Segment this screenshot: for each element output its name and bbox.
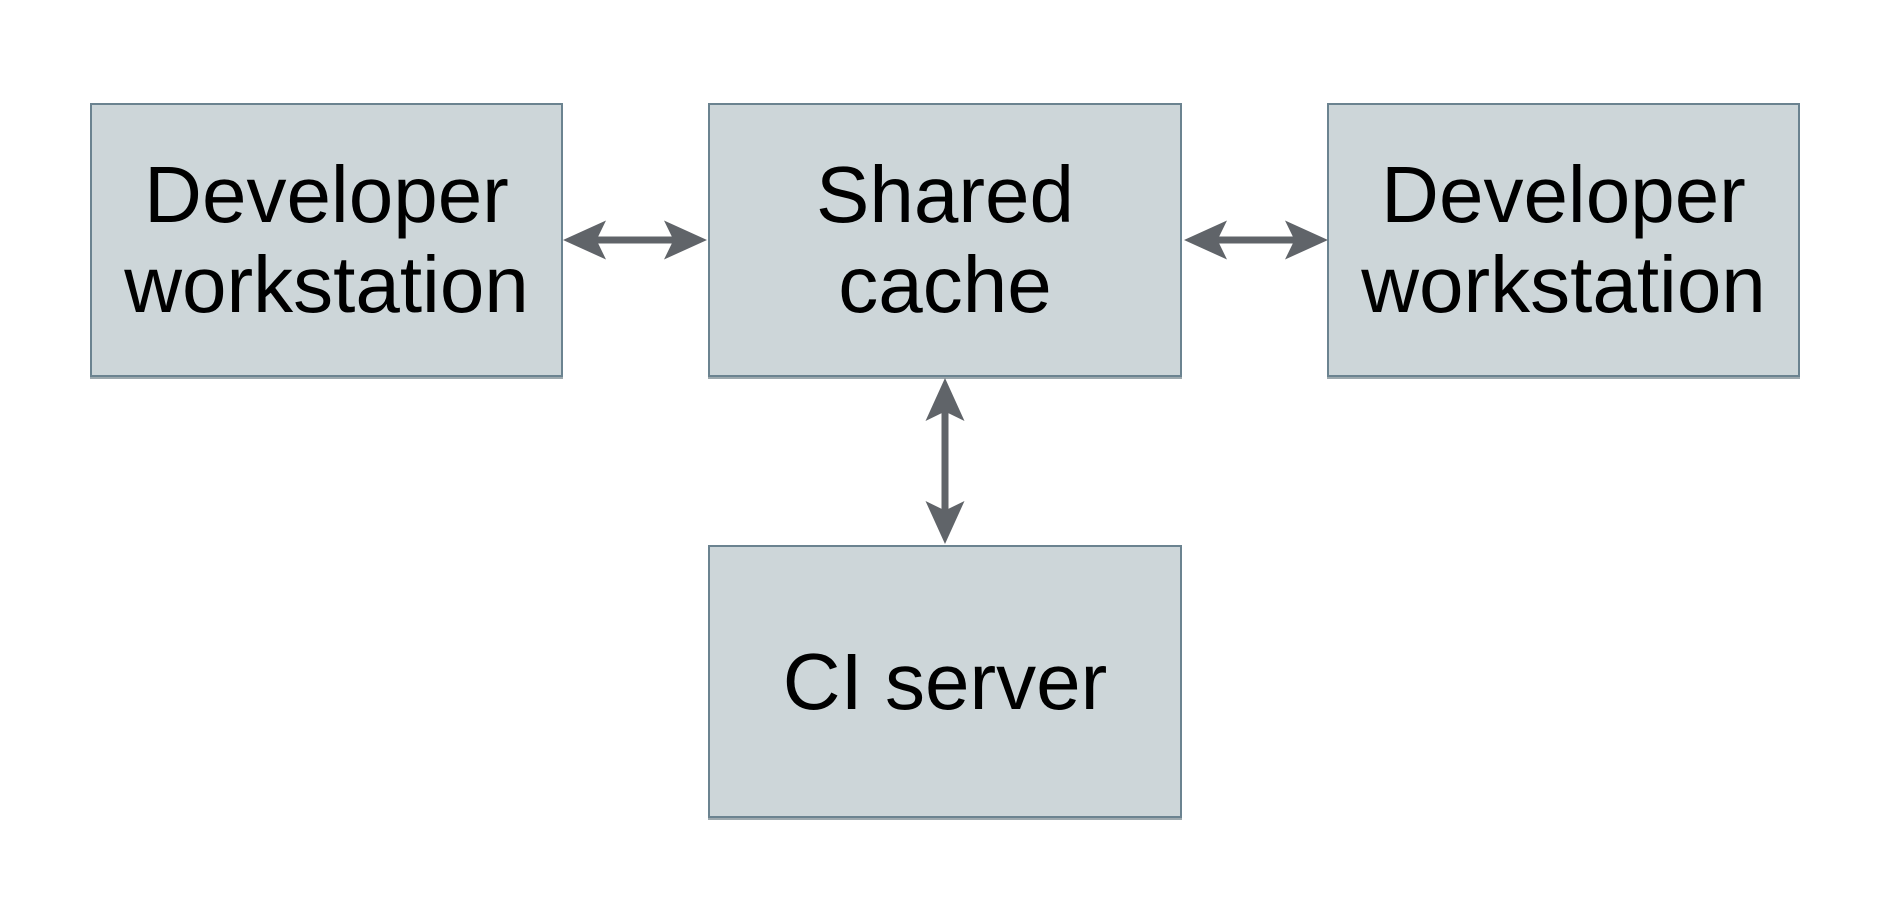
bidirectional-arrow-icon-shared-cache-to-right-workstation: [1184, 220, 1328, 260]
node-label: CI server: [782, 636, 1108, 726]
node-developer-workstation-left: Developer workstation: [90, 103, 563, 377]
bidirectional-arrow-icon-left-workstation-to-shared-cache: [563, 220, 707, 260]
node-label: Developer workstation: [1361, 150, 1766, 329]
node-label: Shared cache: [816, 150, 1074, 329]
node-label: Developer workstation: [124, 150, 529, 329]
node-developer-workstation-right: Developer workstation: [1327, 103, 1800, 377]
bidirectional-arrow-icon-shared-cache-to-ci-server: [925, 378, 965, 544]
node-ci-server: CI server: [708, 545, 1182, 818]
node-shared-cache: Shared cache: [708, 103, 1182, 377]
